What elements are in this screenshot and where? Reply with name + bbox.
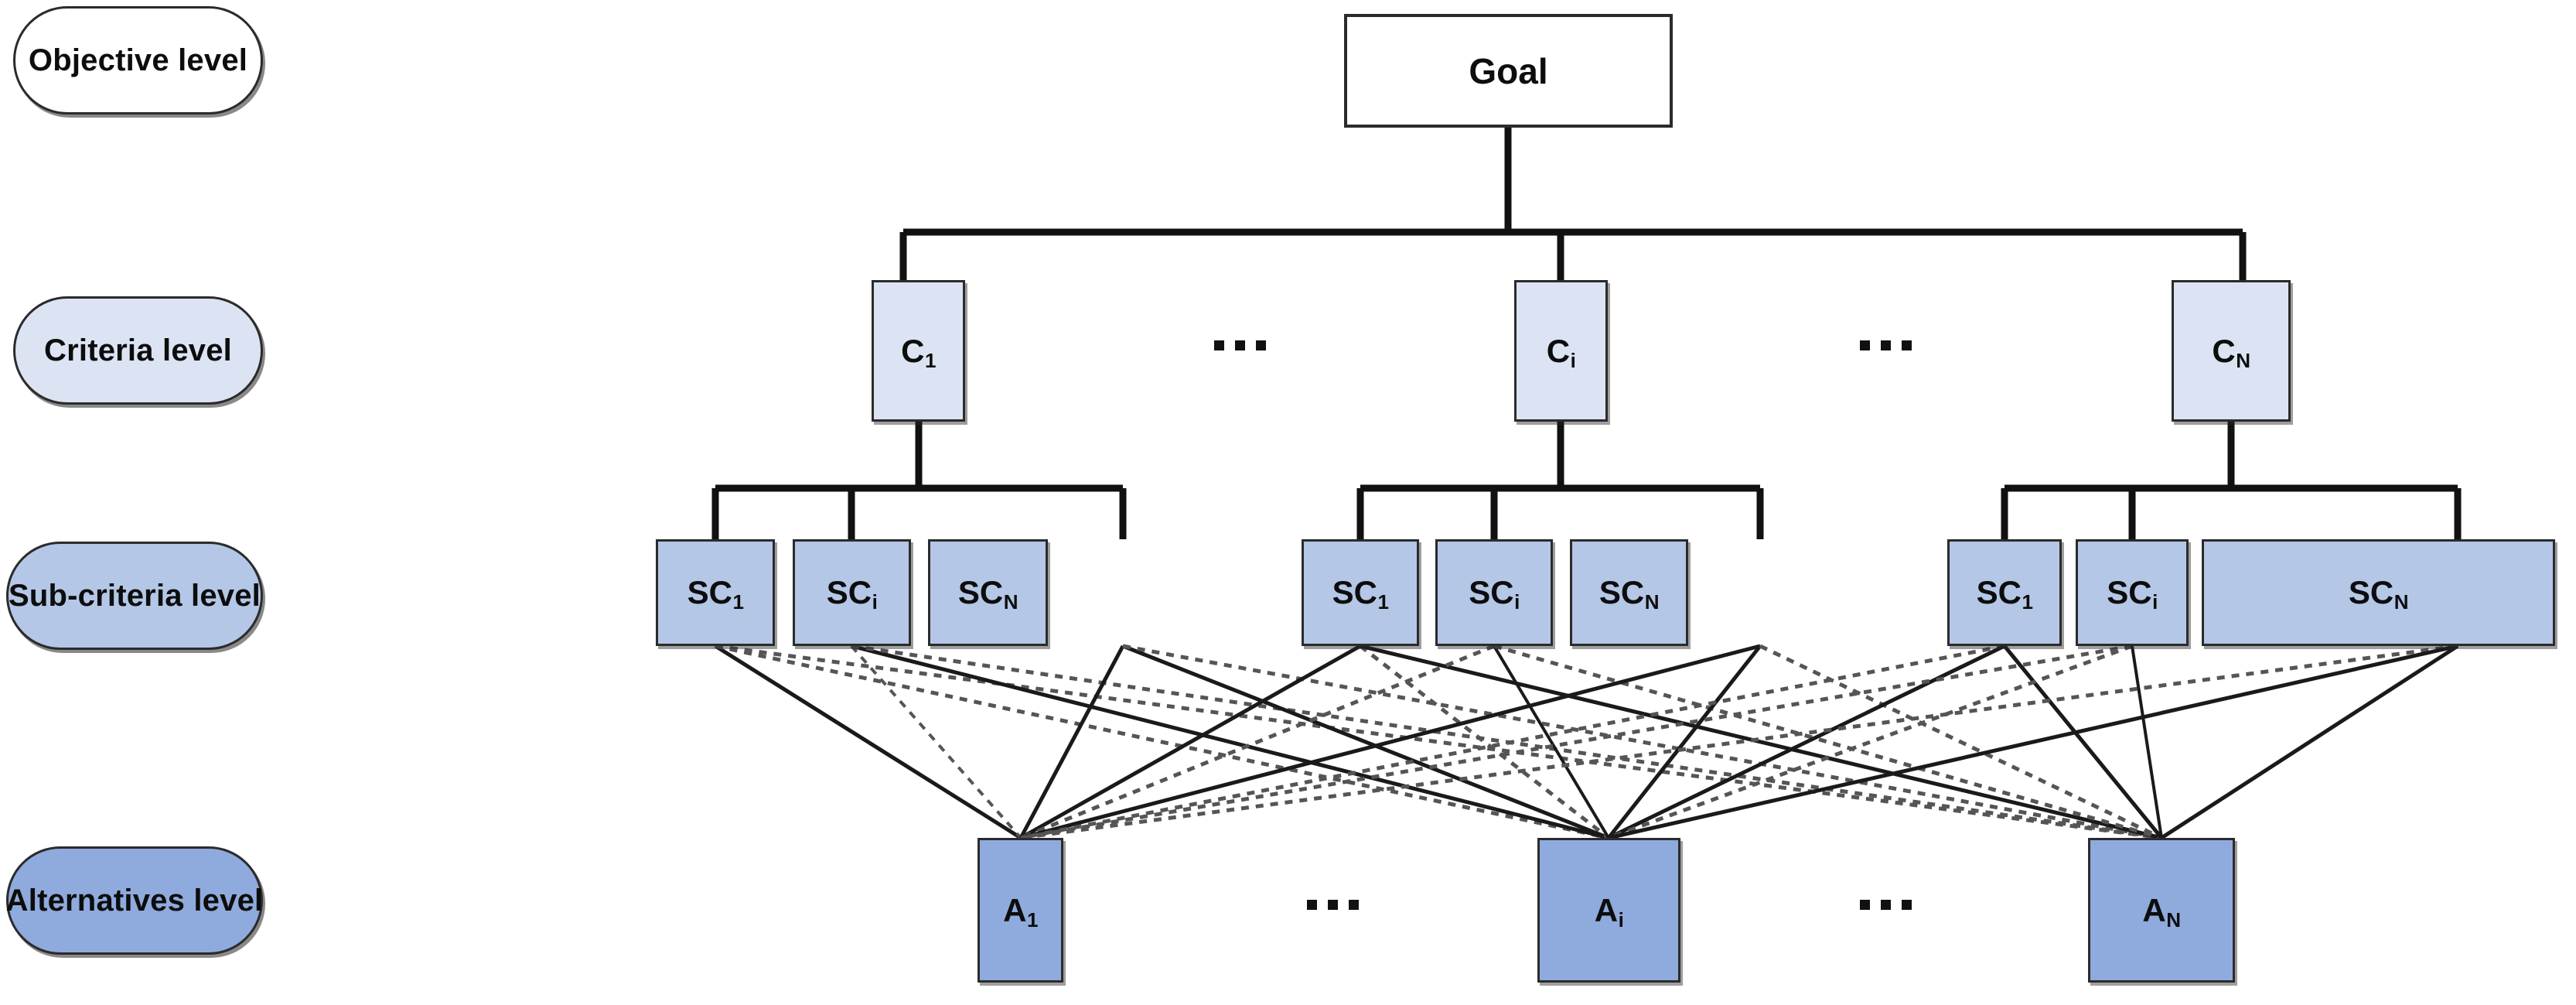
node-subcriterion-g3-i-label: SCi: [2107, 574, 2158, 614]
ellipsis-dot: [1881, 900, 1891, 910]
node-alternative-N-label: AN: [2142, 891, 2182, 932]
node-subcriterion-g3-N[interactable]: SCN: [2202, 539, 2555, 646]
goal-to-criteria-connector: [899, 128, 2247, 280]
legend-label-alternatives: Alternatives level: [5, 883, 264, 918]
node-criterion-i[interactable]: Ci: [1514, 280, 1608, 422]
node-subcriterion-g3-1[interactable]: SC1: [1947, 539, 2062, 646]
legend-pill-objective: Objective level: [13, 6, 263, 115]
node-criterion-1-label: C1: [901, 332, 937, 372]
criteria-to-subcriteria-connectors: [711, 422, 2462, 539]
node-subcriterion-g1-1[interactable]: SC1: [656, 539, 775, 646]
ellipsis-dot: [1214, 340, 1224, 350]
ellipsis-dot: [1328, 900, 1338, 910]
node-alternative-i-label: Ai: [1594, 891, 1624, 932]
node-goal-label: Goal: [1469, 50, 1548, 91]
node-subcriterion-g1-N-label: SCN: [957, 574, 1018, 614]
node-subcriterion-g2-N[interactable]: SCN: [1570, 539, 1688, 646]
node-alternative-N[interactable]: AN: [2088, 838, 2235, 983]
legend-label-objective: Objective level: [28, 43, 248, 77]
legend-label-subcriteria: Sub-criteria level: [9, 578, 261, 613]
node-subcriterion-g2-1-label: SC1: [1332, 574, 1389, 614]
node-subcriterion-g1-i-label: SCi: [826, 574, 878, 614]
node-alternative-1[interactable]: A1: [978, 838, 1063, 983]
subcriteria-to-alternatives-mesh: [714, 644, 2459, 840]
ellipsis-dot: [1860, 900, 1870, 910]
legend-label-criteria: Criteria level: [44, 333, 232, 367]
legend-pill-subcriteria: Sub-criteria level: [6, 542, 263, 650]
ellipsis-dot: [1881, 340, 1891, 350]
node-subcriterion-g3-N-label: SCN: [2348, 574, 2409, 614]
alternatives-ellipsis-left: [1307, 900, 1359, 910]
node-goal[interactable]: Goal: [1344, 14, 1673, 128]
node-subcriterion-g2-i-label: SCi: [1469, 574, 1520, 614]
alternatives-ellipsis-right: [1860, 900, 1912, 910]
criteria-ellipsis-left: [1214, 340, 1266, 350]
node-criterion-i-label: Ci: [1546, 332, 1576, 372]
ellipsis-dot: [1235, 340, 1245, 350]
ellipsis-dot: [1902, 340, 1912, 350]
node-criterion-N[interactable]: CN: [2172, 280, 2291, 422]
ellipsis-dot: [1349, 900, 1359, 910]
ellipsis-dot: [1902, 900, 1912, 910]
node-alternative-i[interactable]: Ai: [1537, 838, 1680, 983]
node-subcriterion-g1-1-label: SC1: [687, 574, 744, 614]
criteria-ellipsis-right: [1860, 340, 1912, 350]
node-criterion-1[interactable]: C1: [872, 280, 965, 422]
ellipsis-dot: [1256, 340, 1266, 350]
node-subcriterion-g3-1-label: SC1: [1976, 574, 2033, 614]
legend-pill-alternatives: Alternatives level: [6, 846, 263, 955]
node-criterion-N-label: CN: [2212, 332, 2251, 372]
node-subcriterion-g2-1[interactable]: SC1: [1302, 539, 1419, 646]
ellipsis-dot: [1860, 340, 1870, 350]
node-subcriterion-g2-N-label: SCN: [1598, 574, 1660, 614]
node-subcriterion-g1-N[interactable]: SCN: [928, 539, 1048, 646]
node-alternative-1-label: A1: [1003, 891, 1039, 932]
node-subcriterion-g1-i[interactable]: SCi: [793, 539, 911, 646]
node-subcriterion-g2-i[interactable]: SCi: [1435, 539, 1553, 646]
legend-pill-criteria: Criteria level: [13, 296, 263, 405]
node-subcriterion-g3-i[interactable]: SCi: [2076, 539, 2189, 646]
ellipsis-dot: [1307, 900, 1317, 910]
